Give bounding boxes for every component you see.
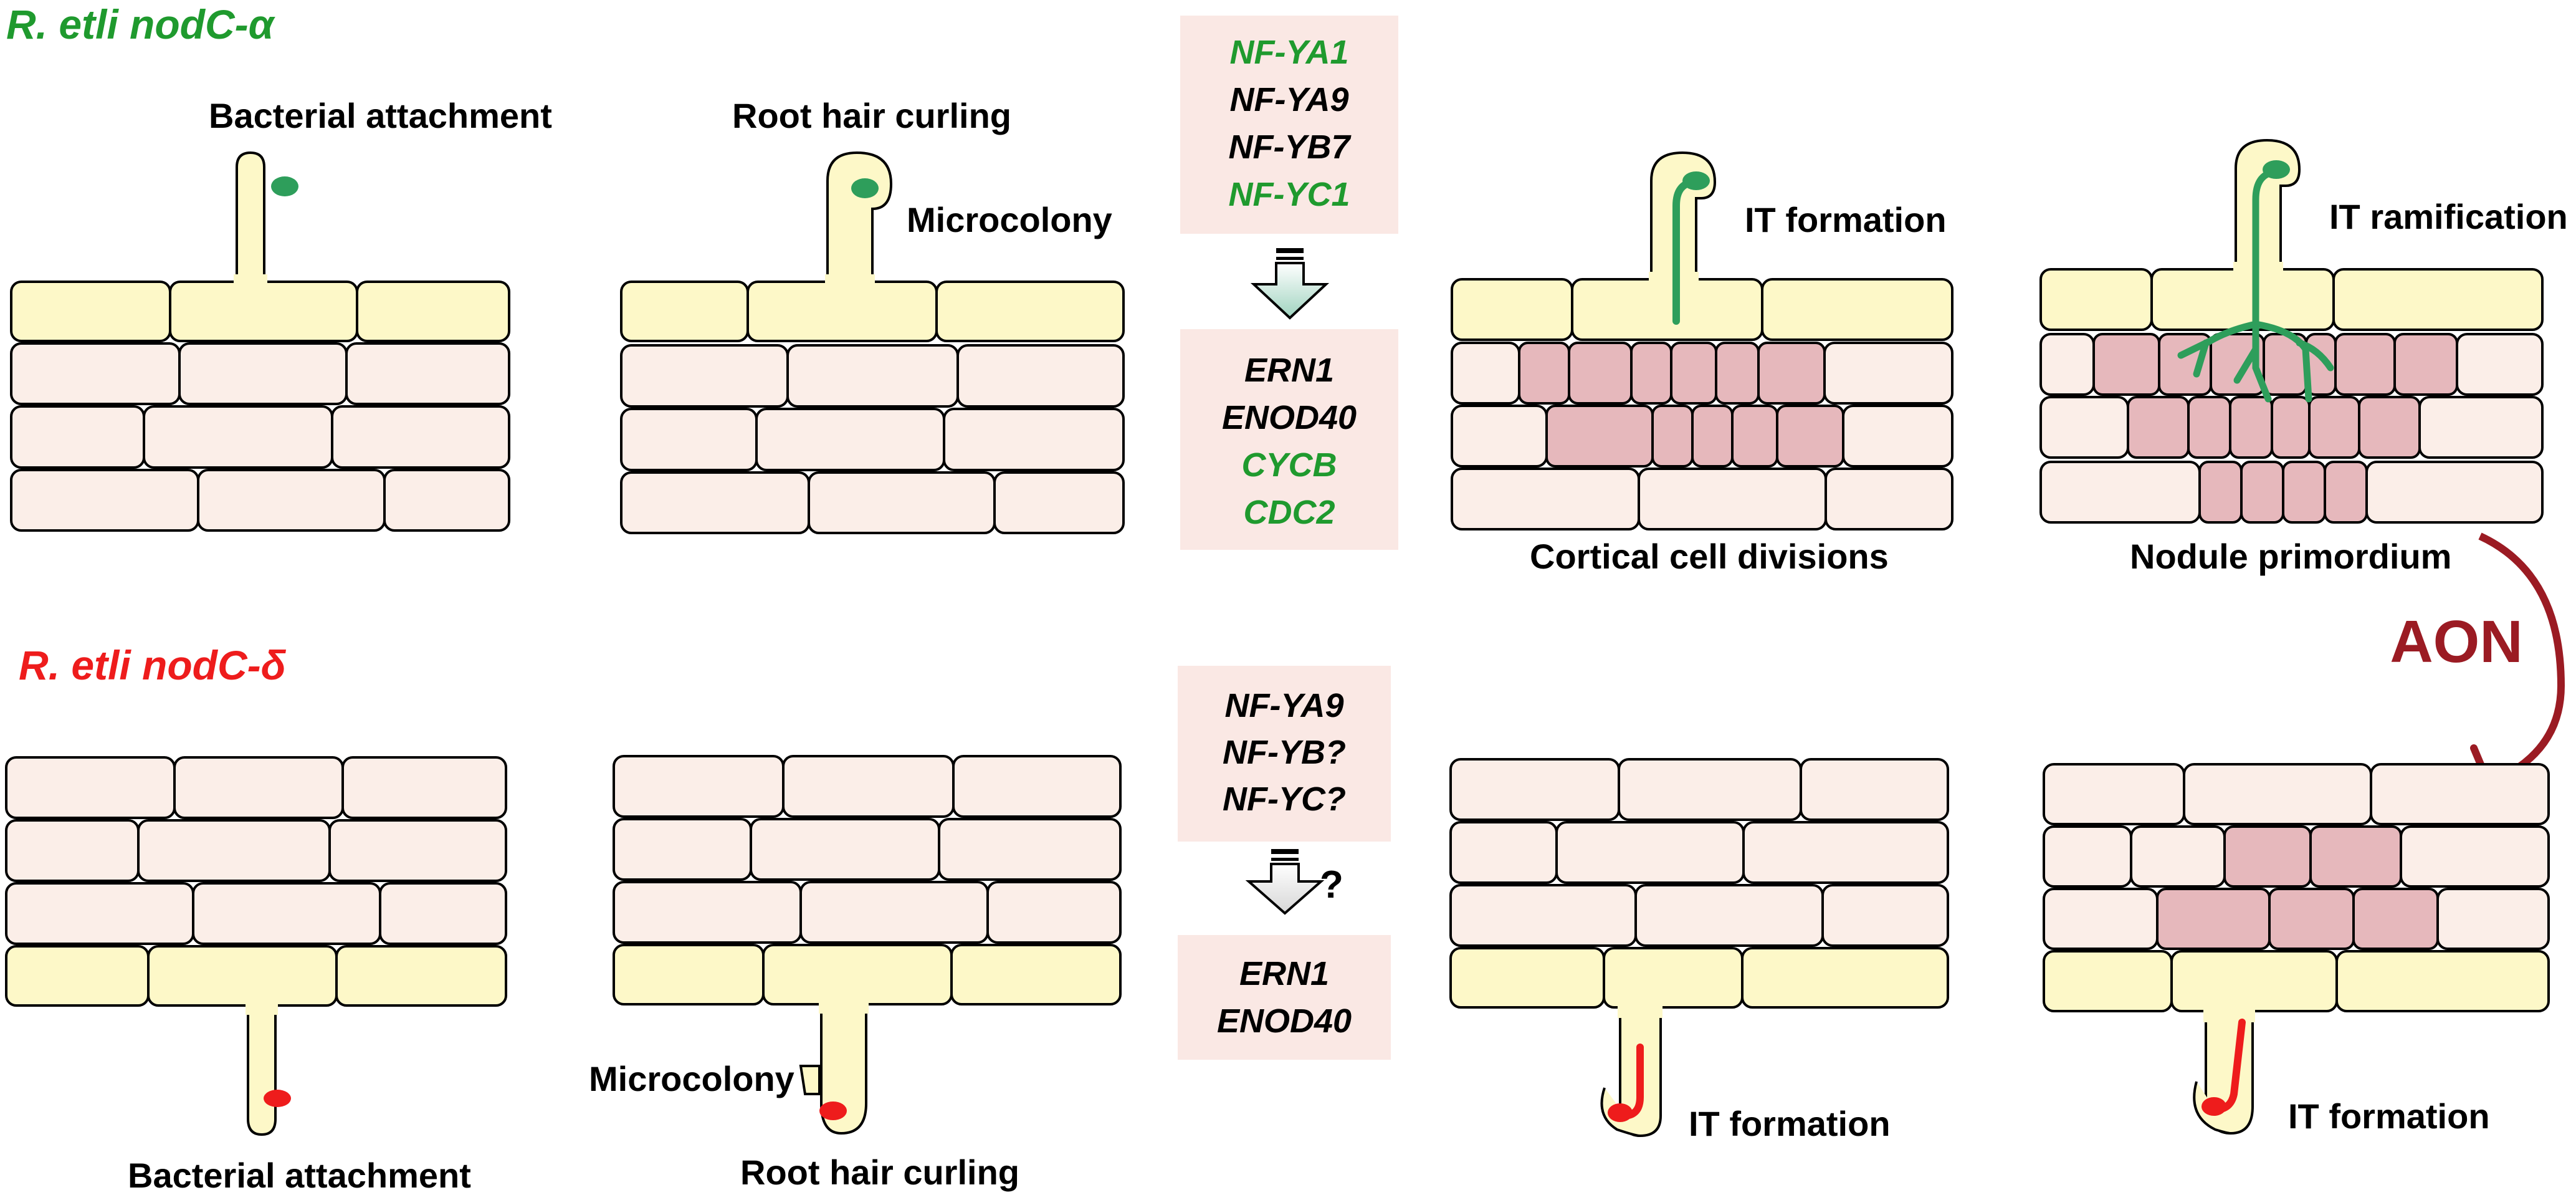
gene-enod40: ENOD40 — [1222, 399, 1357, 436]
label-it-ramification: IT ramification — [2329, 197, 2568, 236]
label-microcolony-top: Microcolony — [907, 200, 1112, 239]
panel-top-1 — [10, 151, 510, 532]
gene-box-top-upstream — [1180, 16, 1398, 234]
label-root-hair-curling-bottom: Root hair curling — [740, 1153, 1019, 1192]
microcolony-icon — [851, 178, 879, 198]
gene-cycb: CYCB — [1241, 446, 1337, 484]
panel-top-2 — [620, 151, 1125, 534]
gene-enod40-bottom: ENOD40 — [1217, 1002, 1352, 1040]
panel-top-3 — [1451, 151, 1953, 530]
gene-box-bottom-downstream — [1178, 935, 1391, 1060]
label-it-formation-bottom-2: IT formation — [2288, 1097, 2490, 1136]
gene-cdc2: CDC2 — [1243, 494, 1335, 531]
gene-ern1: ERN1 — [1244, 352, 1334, 389]
label-root-hair-curling-top: Root hair curling — [732, 96, 1011, 135]
arrow-down-icon — [1245, 849, 1325, 915]
gene-ern1-bottom: ERN1 — [1239, 955, 1329, 992]
gene-nf-yc-unknown: NF-YC? — [1223, 780, 1346, 818]
panel-bottom-1 — [5, 756, 507, 1136]
gene-nf-ya9: NF-YA9 — [1229, 81, 1348, 118]
label-it-formation-bottom-1: IT formation — [1689, 1104, 1891, 1143]
gene-nf-ya1: NF-YA1 — [1229, 34, 1348, 71]
gene-nf-yc1: NF-YC1 — [1228, 176, 1350, 213]
panel-top-4 — [2039, 138, 2544, 524]
question-mark: ? — [1320, 863, 1343, 906]
gene-nf-yb7: NF-YB7 — [1228, 128, 1352, 166]
label-bacterial-attachment-top: Bacterial attachment — [209, 96, 552, 135]
gene-nf-ya9-bottom: NF-YA9 — [1224, 687, 1343, 724]
bacterium-icon — [264, 1090, 291, 1107]
label-bacterial-attachment-bottom: Bacterial attachment — [128, 1156, 471, 1195]
panel-bottom-4 — [2043, 763, 2550, 1135]
panel-bottom-2 — [613, 755, 1122, 1135]
label-microcolony-bottom: Microcolony — [589, 1059, 794, 1098]
bacterium-icon — [271, 176, 298, 196]
label-nodule-primordium: Nodule primordium — [2130, 537, 2451, 576]
strain-delta-label: R. etli nodC-δ — [19, 642, 287, 688]
panel-bottom-3 — [1449, 758, 1949, 1138]
arrow-down-icon — [1250, 248, 1330, 320]
label-cortical-cell-divisions: Cortical cell divisions — [1530, 537, 1889, 576]
gene-box-top-downstream — [1180, 329, 1398, 550]
microcolony-icon — [819, 1101, 847, 1120]
label-aon: AON — [2390, 608, 2522, 675]
gene-nf-yb-unknown: NF-YB? — [1223, 734, 1346, 771]
label-it-formation-top: IT formation — [1745, 200, 1947, 239]
gene-box-bottom-upstream — [1178, 666, 1391, 842]
strain-alpha-label: R. etli nodC-α — [6, 1, 276, 47]
